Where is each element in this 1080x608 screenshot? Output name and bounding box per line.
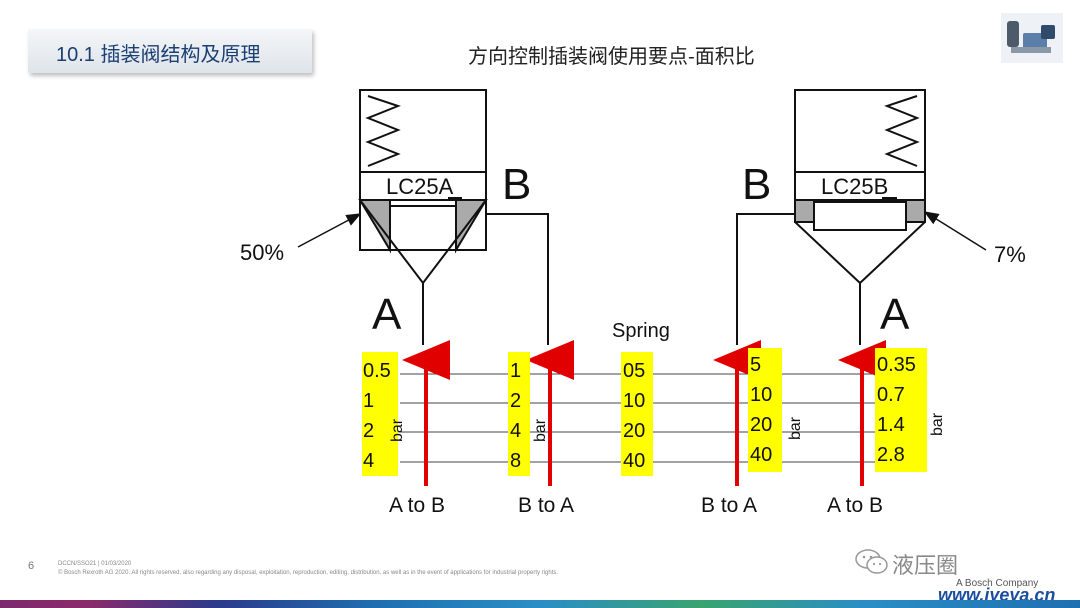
section-title: 10.1 插装阀结构及原理 (56, 44, 261, 66)
col1-value: 8 (510, 450, 522, 472)
col0-direction: A to B (389, 494, 446, 517)
col1-highlight (508, 352, 530, 476)
col4-unit: bar (929, 412, 946, 436)
watermark-text: 液压圈 (892, 554, 959, 579)
product-logo-image (1001, 13, 1063, 63)
left-pointer-line (297, 213, 362, 248)
spring-label: Spring (612, 320, 670, 342)
col2-value: 20 (623, 420, 646, 442)
col2-highlight (621, 352, 653, 476)
footer-doc-id: DCCN/SSO21 | 01/03/2020 (58, 561, 132, 567)
col0-value: 0.5 (363, 360, 391, 382)
page-title: 方向控制插装阀使用要点-面积比 (468, 44, 755, 68)
col0-value: 4 (363, 450, 375, 472)
col3-direction: B to A (701, 494, 758, 517)
col1-direction: B to A (518, 494, 575, 517)
col3-value: 20 (750, 414, 773, 436)
right-valve-label: LC25B (821, 174, 889, 199)
right-area-ratio: 7% (994, 242, 1026, 267)
footer-copyright: © Bosch Rexroth AG 2020. All rights rese… (58, 570, 559, 576)
section-title-box: 10.1 插装阀结构及原理 (28, 29, 312, 73)
col4-highlight (875, 348, 927, 472)
col0-value: 2 (363, 420, 375, 442)
col1-value: 4 (510, 420, 522, 442)
right-pointer-line (923, 211, 987, 251)
col2-value: 40 (623, 450, 646, 472)
bosch-company-text: A Bosch Company (956, 578, 1039, 589)
col2-value: 10 (623, 390, 646, 412)
col0-value: 1 (363, 390, 375, 412)
col4-value: 1.4 (877, 414, 905, 436)
page-number: 6 (28, 560, 35, 572)
col3-unit: bar (787, 416, 804, 440)
left-port-b: B (502, 160, 532, 209)
left-port-a: A (372, 290, 402, 339)
right-valve-symbol (736, 89, 926, 345)
col0-highlight (362, 352, 398, 476)
bottom-color-strip (0, 600, 1080, 608)
col3-value: 10 (750, 384, 773, 406)
col3-highlight (748, 348, 782, 472)
col1-value: 2 (510, 390, 522, 412)
col0-unit: bar (389, 418, 406, 442)
col2-value: 05 (623, 360, 646, 382)
col4-value: 0.7 (877, 384, 905, 406)
col3-value: 40 (750, 444, 773, 466)
col1-unit: bar (532, 418, 549, 442)
right-port-b: B (742, 160, 772, 209)
col3-value: 5 (750, 354, 762, 376)
left-valve-symbol (358, 89, 549, 345)
right-port-a: A (880, 290, 910, 339)
col4-value: 0.35 (877, 354, 916, 376)
col4-value: 2.8 (877, 444, 905, 466)
left-area-ratio: 50% (240, 240, 285, 265)
col1-value: 1 (510, 360, 522, 382)
wechat-icon (855, 549, 888, 574)
flow-arrows (402, 340, 886, 486)
col4-direction: A to B (827, 494, 884, 517)
left-valve-label: LC25A (386, 174, 454, 199)
